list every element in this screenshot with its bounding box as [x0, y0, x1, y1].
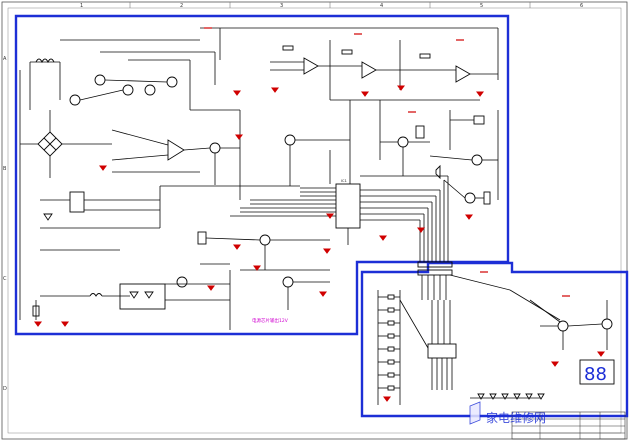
control-ic-section: IC1	[190, 109, 449, 310]
row-marker-d: D	[3, 386, 7, 392]
buzzer-icon	[435, 164, 441, 180]
display-driver-ic	[427, 343, 457, 359]
watermark: 家电维修网	[469, 401, 546, 425]
connector-cn2	[417, 269, 453, 276]
main-ic-label: IC1	[341, 179, 347, 183]
transistor-q9	[282, 276, 294, 288]
amplifier-section	[200, 27, 499, 184]
row-markers: A B C D	[3, 56, 7, 392]
power-input-section	[19, 39, 300, 330]
transformer-t2	[69, 191, 85, 213]
transistor-q15	[601, 318, 613, 330]
title-block	[511, 411, 626, 440]
sensor-jack	[473, 115, 485, 125]
output-section	[360, 110, 499, 205]
key-switch-8	[387, 385, 395, 391]
transformer-t3	[89, 293, 103, 297]
led-5	[525, 393, 533, 400]
key-switch-5	[387, 346, 395, 352]
transistor-q7	[176, 276, 188, 288]
led-2	[489, 393, 497, 400]
transistor-q2	[94, 74, 106, 86]
col-marker-3: 3	[280, 3, 283, 9]
resistor-r21	[341, 49, 353, 55]
output-voltage-note: 电源芯片输出12V	[252, 317, 289, 324]
resistor-r20	[282, 45, 294, 51]
key-switch-column	[377, 290, 401, 405]
opamp-u3	[303, 57, 319, 75]
fuse-f1	[32, 305, 40, 317]
transistor-q8	[259, 234, 271, 246]
ground-symbols	[34, 85, 605, 402]
led-3	[501, 393, 509, 400]
seven-segment-digits: 88	[584, 364, 607, 385]
sensor-connector	[483, 191, 491, 205]
watermark-logo	[469, 401, 481, 425]
display-board-section: 88	[377, 290, 615, 405]
main-board-outline	[14, 14, 510, 336]
col-marker-4: 4	[380, 3, 383, 9]
sheet-inner-frame	[7, 7, 622, 434]
relay-k1	[197, 231, 207, 245]
row-marker-a: A	[3, 56, 7, 62]
key-switch-6	[387, 359, 395, 365]
transistor-q13	[464, 192, 476, 204]
main-ic-body	[335, 183, 361, 229]
seven-segment-display	[579, 359, 615, 385]
led-4	[513, 393, 521, 400]
row-marker-b: B	[3, 166, 7, 172]
transistor-q10	[284, 134, 296, 146]
resistor-r22	[419, 53, 431, 59]
col-marker-2: 2	[180, 3, 183, 9]
transistor-q11	[397, 136, 409, 148]
transformer-coil	[35, 58, 55, 64]
column-markers: 1 2 3 4 5 6	[80, 2, 583, 9]
col-marker-5: 5	[480, 3, 483, 9]
led-1	[477, 393, 485, 400]
col-marker-1: 1	[80, 3, 83, 9]
rectifier-group	[119, 283, 166, 310]
key-switch-1	[387, 294, 395, 300]
key-switch-3	[387, 320, 395, 326]
display-board-outline	[360, 261, 629, 418]
transistor-q4	[144, 84, 156, 96]
transistor-q12	[471, 154, 483, 166]
row-marker-c: C	[3, 276, 7, 282]
led-6	[537, 393, 545, 400]
board-connector	[417, 261, 561, 321]
transistor-q1	[69, 94, 81, 106]
power-rail-markers	[204, 27, 570, 297]
transistor-q6	[209, 142, 221, 154]
connector-cn1	[417, 261, 453, 268]
transistor-q14	[557, 320, 569, 332]
opamp-u5	[455, 65, 471, 83]
relay-k2	[415, 125, 425, 139]
opamp-u4	[361, 61, 377, 79]
key-switch-2	[387, 307, 395, 313]
opamp-u2	[167, 139, 185, 161]
transistor-q5	[166, 76, 178, 88]
transistor-q3	[122, 84, 134, 96]
col-marker-6: 6	[580, 3, 583, 9]
diode-d5	[43, 213, 53, 221]
watermark-text: 家电维修网	[486, 410, 546, 425]
key-switch-7	[387, 372, 395, 378]
key-switch-4	[387, 333, 395, 339]
